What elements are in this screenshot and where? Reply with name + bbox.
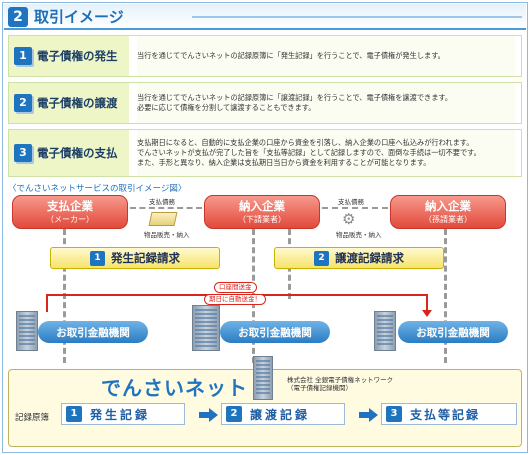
- party-sub-supplier: 納入企業 （孫請業者）: [390, 195, 506, 229]
- connector-line: [63, 229, 66, 363]
- row-description: 支払期日になると、自動的に支払企業の口座から資金を引落し、納入企業の口座へ払込み…: [137, 130, 515, 176]
- issuance-record: 1 発生記録: [61, 403, 185, 425]
- diagram-caption: 〈でんさいネットサービスの取引イメージ図〉: [8, 184, 187, 194]
- transfer-request: 2 譲渡記録請求: [274, 247, 444, 269]
- bank-building-icon: [374, 311, 396, 351]
- transfer-record: 2 譲渡記録: [221, 403, 345, 425]
- row-label: 1 電子債権の発生: [9, 36, 129, 76]
- number-3-icon: 3: [386, 406, 402, 422]
- connector-line: [444, 229, 447, 363]
- bank-supplier: お取引金融機関: [220, 321, 330, 343]
- remittance-label: 口座間送金: [214, 282, 257, 293]
- header-rule: [192, 16, 522, 18]
- bank-payer: お取引金融機関: [38, 321, 148, 343]
- debt-label: 支払債務: [338, 198, 364, 206]
- bank-sub-supplier: お取引金融機関: [398, 321, 508, 343]
- number-3-icon: 3: [14, 144, 32, 162]
- remittance-line: [46, 294, 48, 312]
- debt-arrow: [130, 207, 202, 209]
- bank-building-icon: [16, 311, 38, 351]
- row-transfer: 2 電子債権の譲渡 当行を通じてでんさいネットの記録原簿に「譲渡記録」を行うこと…: [8, 82, 522, 124]
- party-payer: 支払企業 （メーカー）: [12, 195, 128, 229]
- gear-icon: ⚙: [342, 210, 356, 228]
- section-header: 2 取引イメージ: [4, 4, 526, 30]
- payment-record: 3 支払等記録: [381, 403, 517, 425]
- densai-net-brand: でんさいネット: [101, 376, 248, 400]
- row-payment: 3 電子債権の支払 支払期日になると、自動的に支払企業の口座から資金を引落し、納…: [8, 129, 522, 177]
- arrow-down-icon: [422, 310, 432, 317]
- goods-label: 物品販売・納入: [144, 231, 190, 239]
- number-1-icon: 1: [14, 47, 32, 65]
- debt-arrow: [322, 207, 388, 209]
- number-2-icon: 2: [14, 94, 32, 112]
- registry-building-icon: [253, 356, 273, 400]
- goods-label: 物品販売・納入: [336, 231, 382, 239]
- row-label: 3 電子債権の支払: [9, 130, 129, 176]
- issuance-request: 1 発生記録請求: [50, 247, 220, 269]
- section-number: 2: [8, 7, 28, 27]
- registry-company: 株式会社 全銀電子債権ネットワーク （電子債権記録機関）: [287, 376, 394, 392]
- arrow-right-icon: [359, 408, 378, 422]
- number-1-icon: 1: [66, 406, 82, 422]
- transaction-diagram: 支払企業 （メーカー） 納入企業 （下請業者） 納入企業 （孫請業者） 支払債務…: [6, 193, 524, 449]
- remittance-line: [426, 294, 428, 312]
- bank-building-icon: [192, 305, 220, 351]
- row-description: 当行を通じてでんさいネットの記録原簿に「譲渡記録」を行うことで、電子債権を譲渡で…: [137, 83, 515, 123]
- section-title: 取引イメージ: [34, 8, 124, 26]
- invoice-icon: [148, 212, 178, 226]
- number-2-icon: 2: [314, 250, 329, 266]
- register-label: 記録原簿: [15, 413, 50, 423]
- arrow-right-icon: [199, 408, 218, 422]
- auto-remittance-label: 期日に自動送金！: [204, 294, 266, 305]
- number-1-icon: 1: [90, 250, 105, 266]
- densai-net-panel: でんさいネット 株式会社 全銀電子債権ネットワーク （電子債権記録機関） 記録原…: [8, 356, 522, 447]
- row-label: 2 電子債権の譲渡: [9, 83, 129, 123]
- debt-label: 支払債務: [149, 198, 175, 206]
- party-supplier: 納入企業 （下請業者）: [204, 195, 320, 229]
- row-issuance: 1 電子債権の発生 当行を通じてでんさいネットの記録原簿に「発生記録」を行うこと…: [8, 35, 522, 77]
- number-2-icon: 2: [226, 406, 242, 422]
- row-description: 当行を通じてでんさいネットの記録原簿に「発生記録」を行うことで、電子債権が発生し…: [137, 36, 515, 76]
